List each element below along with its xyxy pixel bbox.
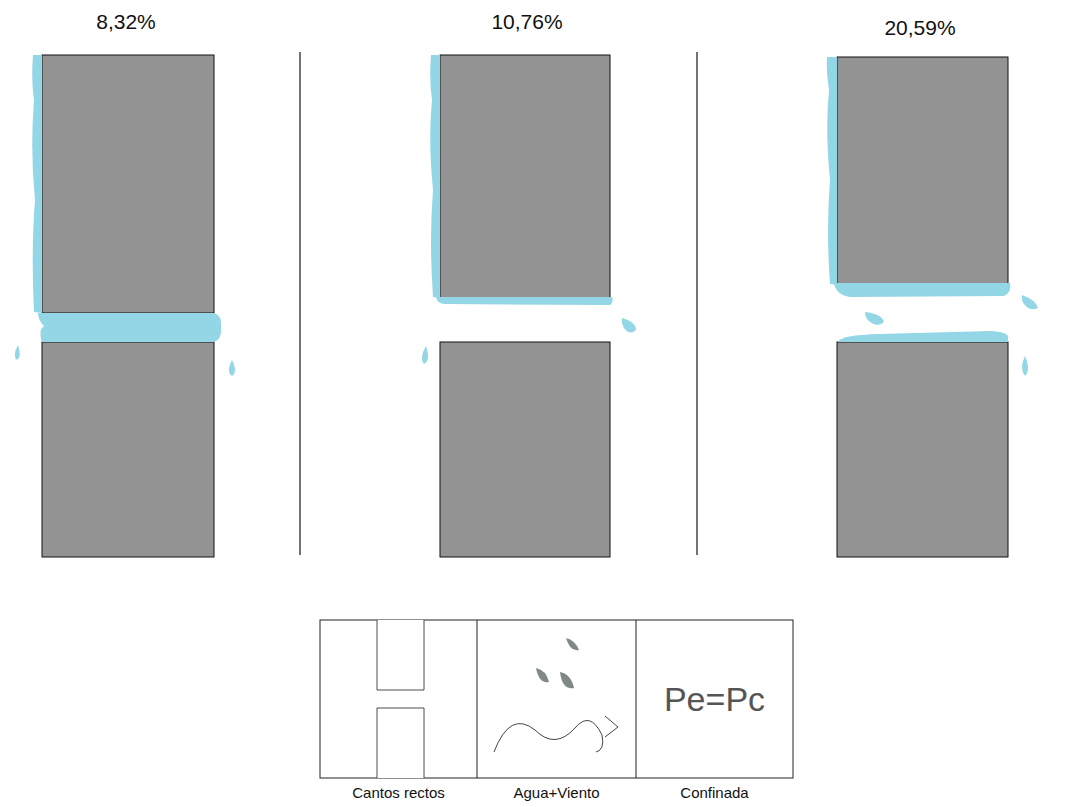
block: [837, 342, 1008, 557]
drop: [622, 318, 636, 333]
divider: [299, 52, 301, 555]
percentage-label: 10,76%: [491, 10, 562, 34]
drop: [1022, 356, 1028, 376]
water: [430, 55, 440, 298]
divider: [696, 52, 698, 555]
legend-table: [320, 620, 793, 778]
wind-arrow: [494, 720, 603, 752]
water: [32, 55, 42, 313]
cell-caption: Confinada: [680, 784, 748, 801]
cell-divider: [636, 620, 637, 778]
cell-caption: Cantos rectos: [352, 784, 445, 801]
legend-cell: Pe=PcConfinada: [636, 620, 793, 778]
percentage-label: 20,59%: [884, 16, 955, 40]
drop: [422, 346, 428, 364]
edge-icon: [377, 708, 424, 778]
block: [837, 57, 1008, 285]
block: [440, 342, 610, 557]
wind-arrow-head: [605, 716, 618, 737]
edge-icon: [377, 620, 424, 690]
cell-caption: Agua+Viento: [513, 784, 599, 801]
legend-cell: Agua+Viento: [477, 620, 636, 778]
drop: [865, 312, 884, 325]
block: [440, 55, 610, 298]
formula-text: Pe=Pc: [664, 680, 765, 719]
rain-drop: [536, 668, 549, 682]
drop: [15, 345, 20, 360]
water: [838, 331, 1008, 342]
block: [42, 55, 214, 313]
rain-drop: [560, 672, 574, 688]
drop: [229, 360, 235, 376]
water: [834, 283, 1010, 297]
legend-cell: Cantos rectos: [320, 620, 477, 778]
water: [38, 313, 221, 342]
water: [827, 57, 837, 285]
block: [42, 342, 214, 557]
cell-divider: [477, 620, 478, 778]
water: [436, 297, 613, 305]
percentage-label: 8,32%: [96, 10, 156, 34]
drop: [1022, 295, 1038, 309]
rain-drop: [566, 638, 579, 650]
